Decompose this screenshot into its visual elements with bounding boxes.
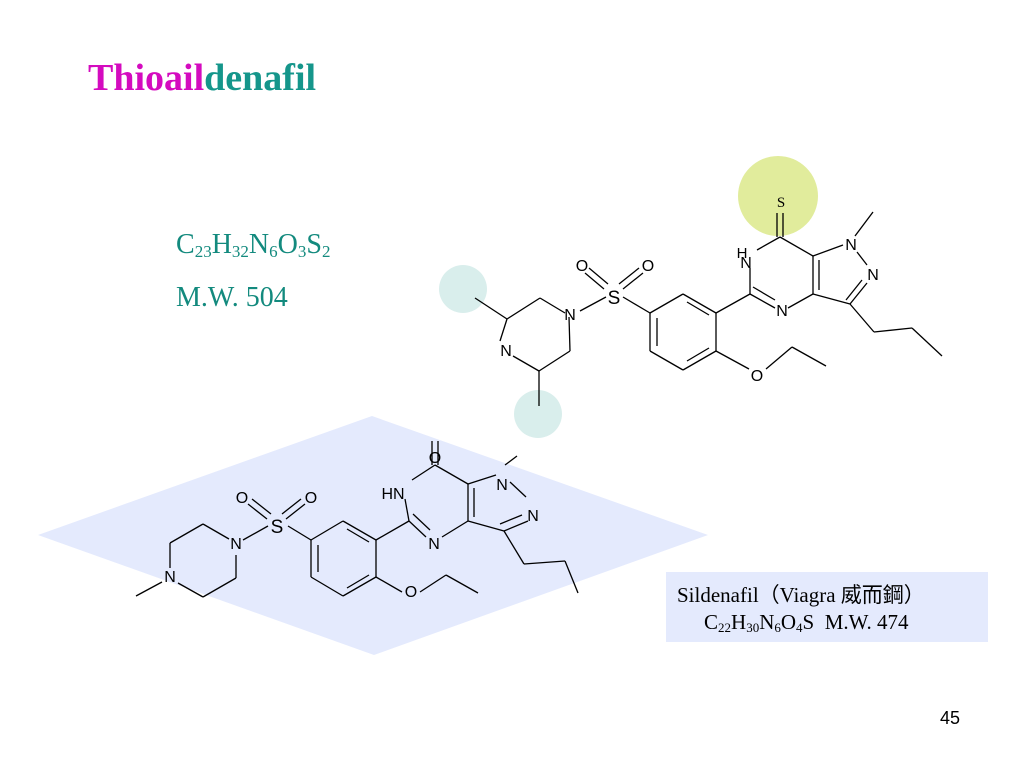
thioaildenafil-structure [474,211,943,406]
atom-o: O [405,584,417,601]
atom-n: N [740,255,752,272]
thioaildenafil-mw: M.W. 504 [176,282,288,313]
atom-s: S [777,195,785,211]
slide-title: Thioaildenafil [88,56,316,100]
atom-n: N [845,237,857,254]
atom-n: N [564,307,576,324]
sildenafil-structure [135,441,579,598]
thioaildenafil-formula-block: C23H32N6O3S2 M.W. 504 [176,222,330,321]
atom-o: O [576,258,588,275]
sildenafil-label-box: Sildenafil（Viagra 威而鋼） C22H30N6O4S M.W. … [666,572,988,642]
sildenafil-mw: M.W. 474 [824,610,909,634]
atom-n: N [496,477,508,494]
sildenafil-atom-labels: N N S O O O N HN O N N [164,450,539,601]
highlight-methyl-top [439,265,487,313]
atom-n: N [867,267,879,284]
atom-o: O [236,490,248,507]
page-number: 45 [940,708,961,728]
atom-n: N [500,343,512,360]
atom-s: S [271,517,284,538]
atom-n: N [527,508,539,525]
thioaildenafil-formula: C23H32N6O3S2 [176,229,331,261]
sildenafil-formula: C22H30N6O4S [704,610,815,635]
atom-o: O [642,258,654,275]
title-part-denafil: denafil [204,57,317,99]
title-part-thioail: Thioail [88,57,205,99]
atom-n: N [230,536,242,553]
highlight-methyl-bottom [514,390,562,438]
atom-h: H [737,245,748,262]
atom-o: O [429,450,441,467]
highlight-thione-sulfur [738,156,818,236]
atom-o: O [305,490,317,507]
atom-n: N [776,303,788,320]
sildenafil-name: Sildenafil（Viagra 威而鋼） [677,583,925,607]
atom-o: O [751,368,763,385]
atom-n: N [164,569,176,586]
atom-n: N [428,536,440,553]
atom-s: S [608,288,621,309]
sildenafil-formula-line: C22H30N6O4S M.W. 474 [704,610,909,636]
sildenafil-plane [38,416,708,655]
atom-hn: HN [381,486,404,503]
thioaildenafil-atom-labels: N N S O O O N H N S N N [500,195,879,385]
